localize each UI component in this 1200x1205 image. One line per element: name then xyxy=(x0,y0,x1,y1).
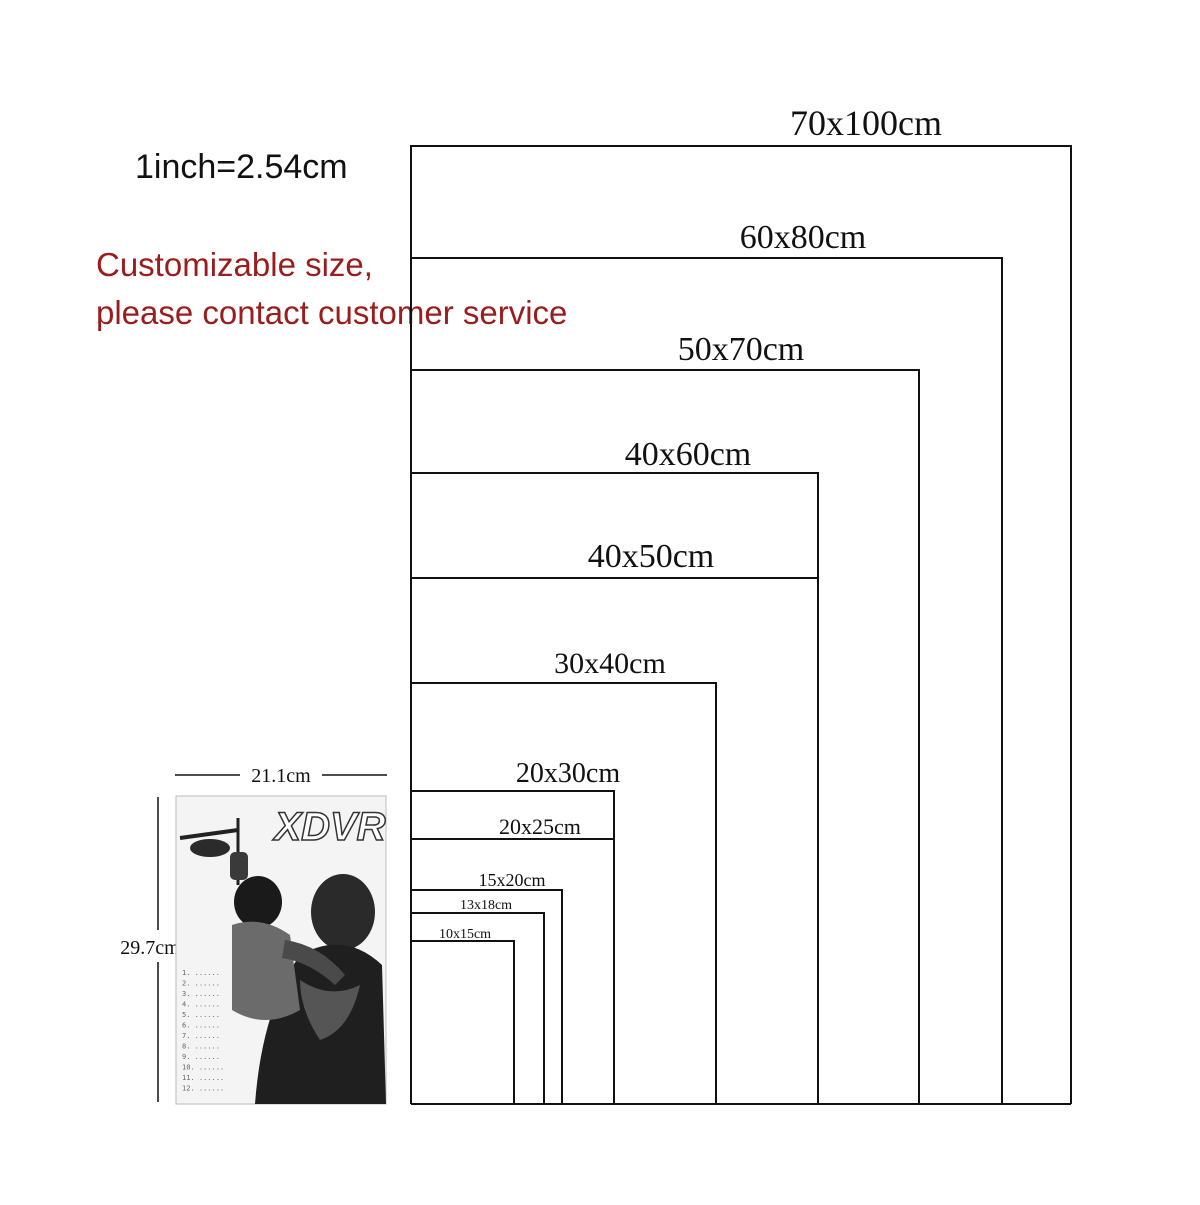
poster-track-item: 3. ...... xyxy=(182,990,220,998)
sample-poster-group: 21.1cm 29.7cm XDVR xyxy=(120,765,387,1105)
size-frame-70x100cm xyxy=(410,145,1072,1104)
poster-track-item: 7. ...... xyxy=(182,1032,220,1040)
poster-track-item: 9. ...... xyxy=(182,1053,220,1061)
size-label-13x18cm: 13x18cm xyxy=(460,898,512,913)
size-label-40x60cm: 40x60cm xyxy=(625,436,752,473)
size-label-10x15cm: 10x15cm xyxy=(439,927,491,942)
size-frame-30x40cm xyxy=(410,682,717,1104)
custom-note-line2: please contact customer service xyxy=(96,294,567,331)
poster-figure-child xyxy=(232,876,345,1020)
microphone-icon xyxy=(179,818,248,885)
size-label-30x40cm: 30x40cm xyxy=(554,647,666,680)
poster-track-item: 2. ...... xyxy=(182,980,220,988)
poster-track-item: 5. ...... xyxy=(182,1011,220,1019)
poster-logo: XDVR xyxy=(272,805,385,849)
poster-track-item: 4. ...... xyxy=(182,1001,220,1009)
size-label-60x80cm: 60x80cm xyxy=(740,219,867,256)
size-frame-50x70cm xyxy=(410,369,920,1104)
height-dimension-label: 29.7cm xyxy=(120,937,180,959)
poster-track-item: 1. ...... xyxy=(182,969,220,977)
poster-track-item: 11. ...... xyxy=(182,1074,224,1082)
poster-track-item: 8. ...... xyxy=(182,1043,220,1051)
size-frames: 70x100cm 60x80cm 50x70cm 40x60cm 40x50cm 30x4… xyxy=(410,103,1072,1105)
poster-track-item: 12. ...... xyxy=(182,1085,224,1093)
conversion-label: 1inch=2.54cm xyxy=(135,148,348,186)
size-label-15x20cm: 15x20cm xyxy=(479,870,546,890)
size-label-70x100cm: 70x100cm xyxy=(790,103,942,143)
size-frame-15x20cm xyxy=(410,889,563,1104)
size-frame-60x80cm xyxy=(410,257,1003,1104)
size-label-50x70cm: 50x70cm xyxy=(678,331,805,368)
width-dimension-label: 21.1cm xyxy=(251,765,311,787)
poster-track-list: 1. ...... 2. ...... 3. ...... 4. ...... 5. .… xyxy=(182,969,224,1093)
sample-poster-image: XDVR 1. ...... 2. ...... 3. ...... 4. .....… xyxy=(175,795,387,1105)
poster-track-item: 10. ...... xyxy=(182,1064,224,1072)
size-label-40x50cm: 40x50cm xyxy=(588,538,715,575)
size-label-20x30cm: 20x30cm xyxy=(516,758,620,789)
size-frame-10x15cm xyxy=(410,940,515,1104)
poster-track-item: 6. ...... xyxy=(182,1022,220,1030)
size-label-20x25cm: 20x25cm xyxy=(499,814,581,839)
custom-note-line1: Customizable size, xyxy=(96,246,373,283)
